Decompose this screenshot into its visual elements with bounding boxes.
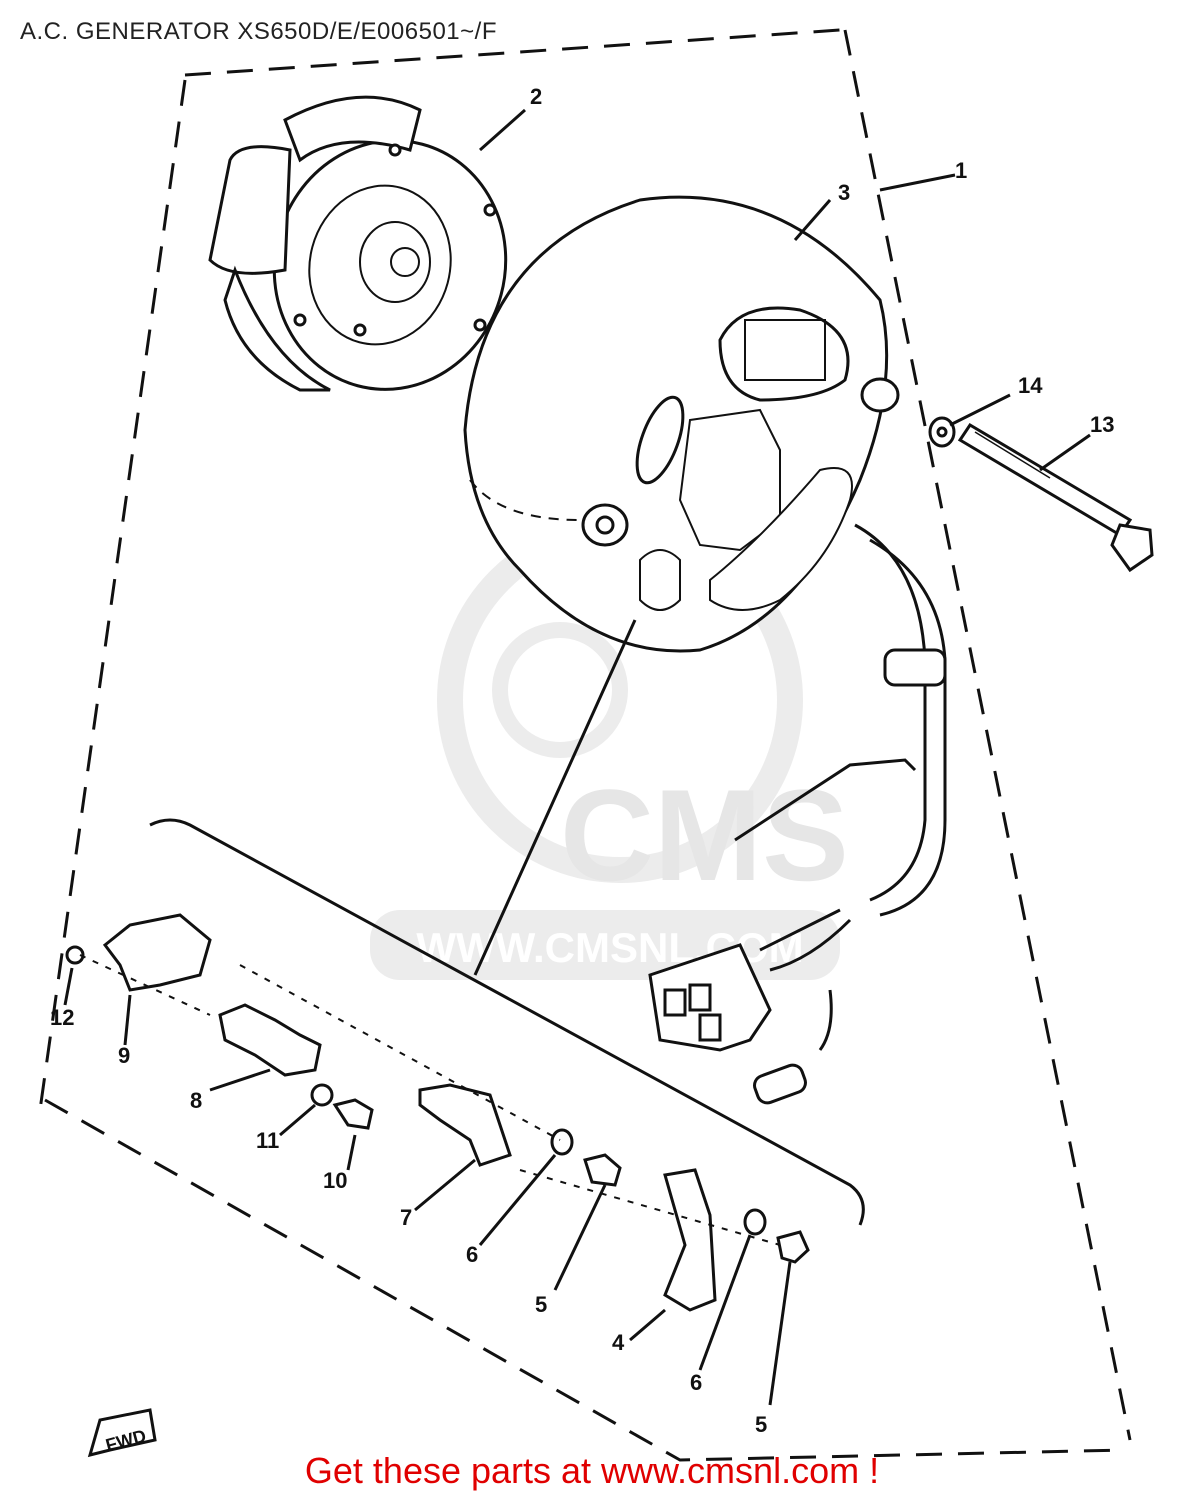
- stator-housing: [463, 195, 900, 653]
- callout-10: 10: [323, 1168, 347, 1193]
- fwd-arrow-marker: [87, 1408, 157, 1458]
- alignment-lines: [79, 954, 781, 1246]
- washer: [928, 416, 956, 448]
- footer-cta: Get these parts at www.cmsnl.com !: [0, 1450, 1184, 1492]
- wire-harness: [734, 523, 947, 972]
- part-9-bracket: [102, 913, 212, 992]
- callout-11: 11: [256, 1128, 279, 1153]
- part-8-contact: [218, 1003, 322, 1077]
- wire-connector: [648, 943, 833, 1105]
- callout-2: 2: [530, 84, 542, 109]
- assembly-boundary: [38, 28, 1132, 1462]
- cmsnl-link[interactable]: www.cmsnl.com: [601, 1450, 860, 1491]
- callout-14: 14: [1018, 373, 1043, 398]
- callout-9: 9: [118, 1043, 130, 1068]
- callout-13: 13: [1090, 412, 1114, 437]
- part-10-screw: [332, 1098, 374, 1130]
- footer-prefix: Get these parts at: [304, 1450, 602, 1491]
- part-5b-screw: [776, 1230, 810, 1264]
- part-11-washer: [310, 1083, 334, 1107]
- callout-3: 3: [838, 180, 850, 205]
- rotor-flywheel: [208, 95, 508, 392]
- watermark-brand: CMS: [560, 762, 849, 908]
- part-12-washer: [65, 945, 85, 965]
- subassembly-bracket: [149, 818, 865, 1226]
- page-title: A.C. GENERATOR XS650D/E/E006501~/F: [20, 18, 497, 45]
- part-5-screw: [583, 1153, 622, 1187]
- part-4-bracket: [663, 1168, 717, 1312]
- callout-12: 12: [50, 1005, 74, 1030]
- callout-1: 1: [955, 158, 967, 183]
- callout-6: 6: [690, 1370, 702, 1395]
- callout-leaders: [63, 108, 1091, 1406]
- part-6b-washer: [743, 1208, 767, 1236]
- leader-line: [473, 619, 637, 976]
- mounting-bolt: [957, 422, 1154, 573]
- small-parts: [65, 913, 810, 1458]
- part-7-bracket: [418, 1083, 512, 1167]
- callout-8: 8: [190, 1088, 202, 1113]
- callout-5: 5: [755, 1412, 767, 1437]
- callout-5: 5: [535, 1292, 547, 1317]
- part-6-washer: [550, 1128, 574, 1156]
- callout-4: 4: [612, 1330, 625, 1355]
- footer-suffix: !: [859, 1450, 880, 1491]
- callout-7: 7: [400, 1205, 412, 1230]
- callout-6: 6: [466, 1242, 478, 1267]
